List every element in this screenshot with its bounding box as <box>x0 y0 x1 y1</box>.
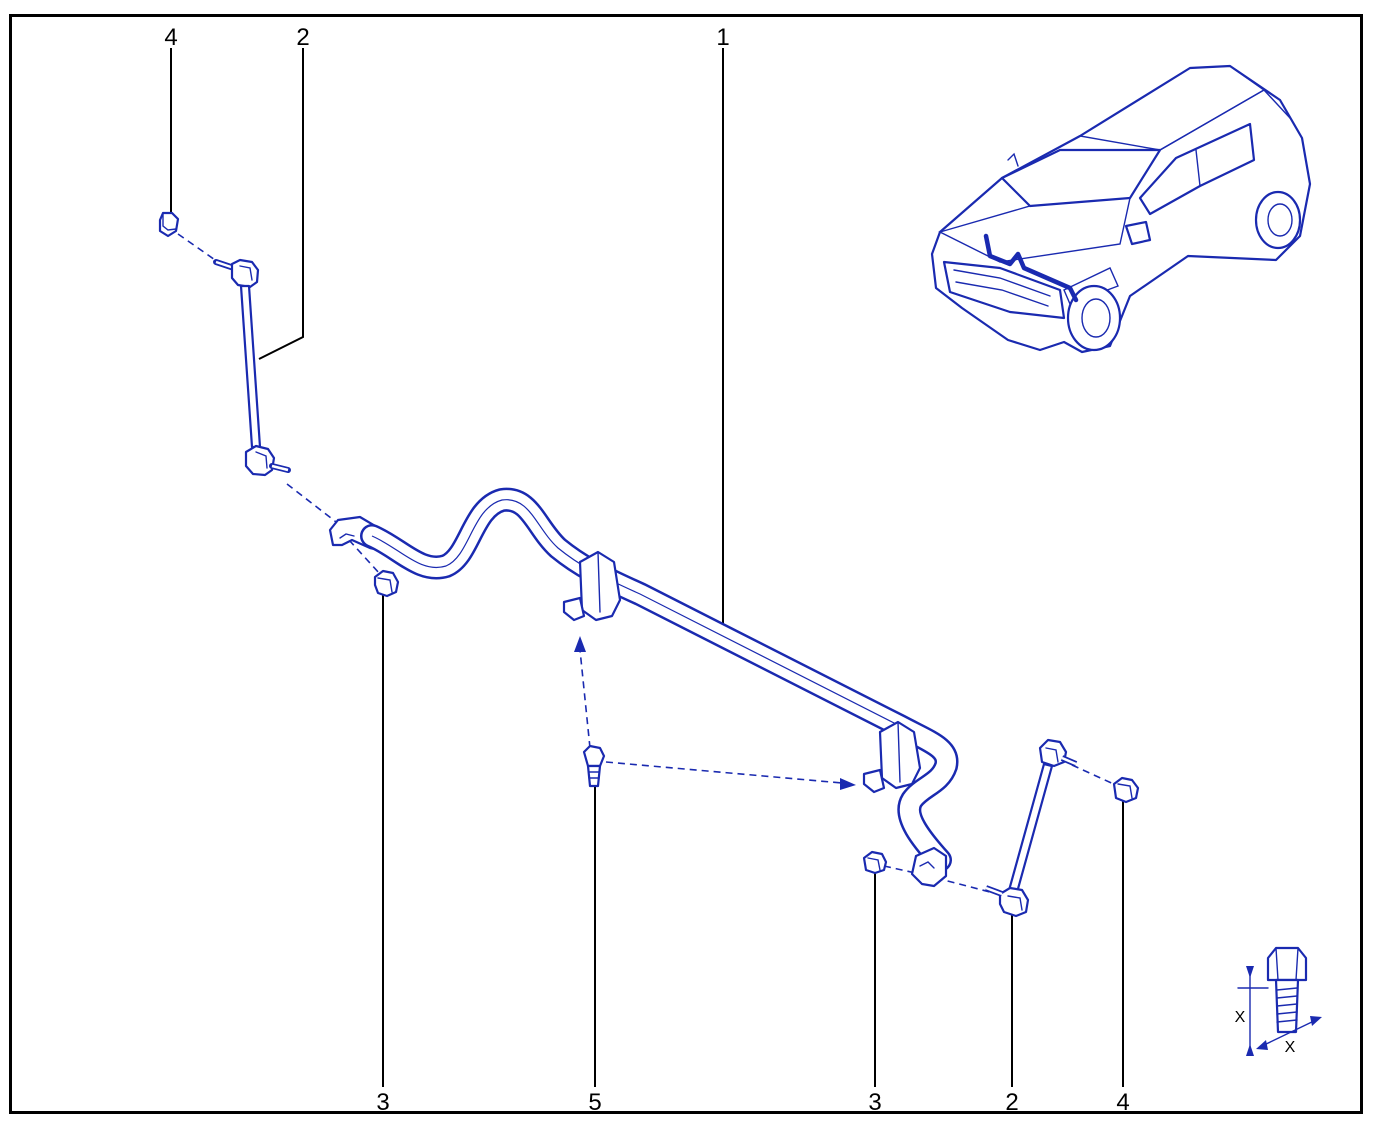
nut-4-top <box>158 211 180 238</box>
link-2-right <box>984 738 1078 918</box>
torque-x-vertical: X <box>1235 1009 1246 1026</box>
callout-4-bottom: 4 <box>1116 1089 1129 1116</box>
drawing-frame <box>9 14 1363 1114</box>
nut-3-left <box>373 569 400 598</box>
callout-1: 1 <box>716 24 729 51</box>
torque-x-diagonal: X <box>1285 1039 1296 1056</box>
callout-3-left: 3 <box>376 1089 389 1116</box>
nut-3-right <box>862 850 888 875</box>
stabilizer-bar-1 <box>328 487 959 888</box>
bolt-5 <box>582 744 606 788</box>
callout-2-top: 2 <box>296 24 309 51</box>
callout-2-bottom: 2 <box>1005 1089 1018 1116</box>
link-2-left <box>213 258 291 477</box>
leader-2-top <box>258 48 304 360</box>
callout-3-right: 3 <box>868 1089 881 1116</box>
callout-labels: 4 2 1 3 5 3 2 4 <box>164 24 1129 1116</box>
callout-4-top: 4 <box>164 24 177 51</box>
vehicle-thumbnail <box>930 64 1312 354</box>
torque-legend: X X <box>1235 946 1322 1056</box>
leader-lines <box>170 48 1124 1087</box>
nut-4-bottom <box>1112 776 1140 804</box>
assembly-guides <box>177 233 1119 893</box>
callout-5: 5 <box>588 1089 601 1116</box>
